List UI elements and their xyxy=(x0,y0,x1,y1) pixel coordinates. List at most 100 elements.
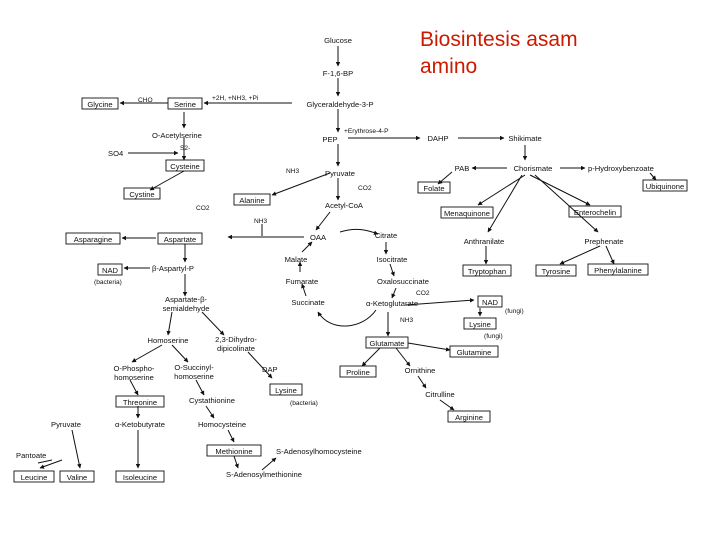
label-shikimate: Shikimate xyxy=(508,134,541,143)
label-f16bp: F-1,6-BP xyxy=(323,69,353,78)
arrow-cysteine-cystine xyxy=(149,170,185,191)
box-aspartate xyxy=(157,232,203,245)
label-aspsemi2: semialdehyde xyxy=(163,304,210,313)
label-akb: α-Ketobutyrate xyxy=(115,420,165,429)
box-isoleucine xyxy=(115,470,165,483)
label-aspartate: Aspartate xyxy=(164,235,197,244)
arrow-homoserine-osuccinyl xyxy=(171,344,189,363)
label-erythrose: +Erythrose-4-P xyxy=(344,128,389,135)
arrow-pyruvate-valine xyxy=(71,429,82,469)
box-threonine xyxy=(115,395,165,408)
label-alanine: Alanine xyxy=(239,196,264,205)
box-cystine xyxy=(123,187,161,200)
label-glycine: Glycine xyxy=(87,100,112,109)
label-glucose: Glucose xyxy=(324,36,352,45)
label-chorismate: Chorismate xyxy=(514,164,553,173)
arrow-dhdp-lysine xyxy=(247,351,273,379)
label-bacteria2: (bacteria) xyxy=(290,400,318,407)
label-citrulline: Citrulline xyxy=(425,390,455,399)
label-g3p: Glyceraldehyde-3-P xyxy=(306,100,373,109)
label-lysine2: Lysine xyxy=(275,386,297,395)
box-cysteine xyxy=(165,159,205,172)
box-methionine xyxy=(206,444,262,457)
arrow-glutamate-ornithine xyxy=(395,347,411,367)
label-hydroxybenzoate: p-Hydroxybenzoate xyxy=(588,164,654,173)
label-arginine: Arginine xyxy=(455,413,483,422)
arrow-homoserine-ophospho xyxy=(131,344,163,363)
label-so4: SO4 xyxy=(108,149,123,158)
arrow-prephenate-phenylalanine xyxy=(605,245,615,265)
label-citrate: Citrate xyxy=(375,231,397,240)
label-cystathionine: Cystathionine xyxy=(189,396,235,405)
label-nh3b: NH3 xyxy=(254,218,268,225)
arrow-pyruvate-alanine xyxy=(271,172,331,196)
label-homoserine: Homoserine xyxy=(148,336,189,345)
label-s2: S2- xyxy=(180,145,190,152)
arrow-chorismate-enterochelin xyxy=(529,174,591,206)
arrow-ophospho-threonine xyxy=(129,379,139,396)
box-lysine-bacteria xyxy=(269,383,303,396)
label-enterochelin: Enterochelin xyxy=(574,208,616,217)
label-co2c: CO2 xyxy=(416,290,430,297)
label-pep: PEP xyxy=(322,135,337,144)
label-cysteine: Cysteine xyxy=(170,162,200,171)
arrow-pantoate-branch xyxy=(37,459,53,464)
arrow-cystathionine-homocysteine xyxy=(205,405,215,419)
label-glutamine: Glutamine xyxy=(457,348,492,357)
label-nh3c: NH3 xyxy=(400,317,414,324)
label-osuccinyl1: O-Succinyl- xyxy=(174,363,214,372)
label-baspartylp: β-Aspartyl-P xyxy=(152,264,194,273)
label-homocysteine: Homocysteine xyxy=(198,420,246,429)
arrow-oaa-citrate xyxy=(339,228,379,235)
label-ubiquinone: Ubiquinone xyxy=(646,182,684,191)
label-lysine1: Lysine xyxy=(469,320,491,329)
label-bacteria1: (bacteria) xyxy=(94,279,122,286)
label-oxalosuccinate: Oxalosuccinate xyxy=(377,277,429,286)
arrow-aspsemi-dhdp xyxy=(201,311,225,336)
box-proline xyxy=(339,365,377,378)
pathway-arrows xyxy=(37,46,657,471)
arrow-acetylcoa-oaa xyxy=(315,211,331,231)
label-dahp: DAHP xyxy=(427,134,448,143)
arrow-glutamate-proline xyxy=(361,347,381,367)
arrow-isocitrate-oxalosuccinate xyxy=(389,263,395,277)
label-folate: Folate xyxy=(423,184,444,193)
label-tyrosine: Tyrosine xyxy=(542,267,571,276)
label-malate: Malate xyxy=(285,255,308,264)
arrow-succinate-fumarate xyxy=(301,283,307,297)
box-tyrosine xyxy=(535,264,577,277)
label-cho: CHO xyxy=(138,97,153,104)
arrow-akg-succinate xyxy=(317,309,377,327)
label-proline: Proline xyxy=(346,368,370,377)
label-valine: Valine xyxy=(67,473,88,482)
label-succinate: Succinate xyxy=(291,298,324,307)
arrow-hydroxybenzoate-ubiquinone xyxy=(649,172,657,181)
box-glutamate xyxy=(365,336,409,349)
box-tryptophan xyxy=(462,264,512,277)
box-ubiquinone xyxy=(642,179,688,192)
label-fungi1: (fungi) xyxy=(505,308,524,315)
label-oacetylserine: O-Acetylserine xyxy=(152,131,202,140)
arrow-homocysteine-methionine xyxy=(227,429,235,443)
box-serine xyxy=(167,97,203,110)
arrow-chorismate-anthranilate xyxy=(487,174,523,233)
label-sam: S-Adenosylmethionine xyxy=(226,470,302,479)
product-boxes xyxy=(13,97,688,483)
label-pantoate: Pantoate xyxy=(16,451,46,460)
arrow-osuccinyl-cystathionine xyxy=(195,379,205,396)
label-threonine: Threonine xyxy=(123,398,157,407)
label-osuccinyl2: homoserine xyxy=(174,372,214,381)
arrow-ornithine-citrulline xyxy=(417,375,427,389)
label-nad: NAD xyxy=(102,266,119,275)
box-nad xyxy=(97,263,123,276)
label-dhdp2: dipicolinate xyxy=(217,344,255,353)
box-menaquinone xyxy=(440,206,494,219)
arrow-chorismate-prephenate xyxy=(534,174,599,233)
arrow-glutamate-glutamine xyxy=(407,342,451,352)
arrow-citrulline-arginine xyxy=(439,399,455,411)
arrow-pantoate-leucine xyxy=(39,459,63,469)
label-h2nh3p: +2H, +NH3, +Pi xyxy=(212,95,259,102)
label-dhdp1: 2,3-Dihydro- xyxy=(215,335,257,344)
